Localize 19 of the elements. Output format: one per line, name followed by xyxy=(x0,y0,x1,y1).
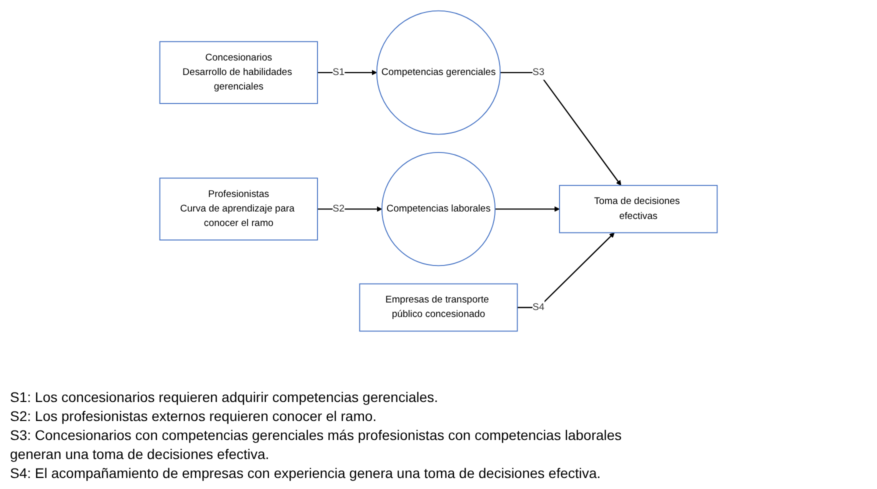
node-box: Empresas de transporte público concesionado xyxy=(359,283,518,332)
note-text: S4: El acompañamiento de empresas con experiencia genera una toma de decisiones efectiva. xyxy=(10,464,602,482)
edge-label: S1 xyxy=(332,67,345,78)
node-circle: Competencias laborales xyxy=(381,152,496,266)
arrow xyxy=(317,206,382,212)
edge-label: S4 xyxy=(532,302,544,312)
arrow xyxy=(495,206,560,212)
node-circle: Competencias gerenciales xyxy=(376,10,501,135)
node-box: Toma de decisiones efectivas xyxy=(559,184,718,234)
arrow xyxy=(317,70,378,76)
edge-label: S2 xyxy=(332,204,345,214)
note-text: S1: Los concesionarios requieren adquirir competencias gerenciales. xyxy=(10,388,440,406)
edge-label: S3 xyxy=(532,67,544,78)
arrow xyxy=(517,232,615,308)
note-text: S2: Los profesionistas externos requieren conocer el ramo. xyxy=(10,407,378,426)
note-text: S3: Concesionarios con competencias gerenciales más profesionistas con competencias laborales generan una toma de decisiones efectiva. xyxy=(10,426,623,463)
arrow xyxy=(500,72,622,186)
node-box: Concesionarios Desarrollo de habilidades gerenciales xyxy=(159,41,318,104)
node-box: Profesionistas Curva de aprendizaje para conocer el ramo xyxy=(159,178,318,240)
